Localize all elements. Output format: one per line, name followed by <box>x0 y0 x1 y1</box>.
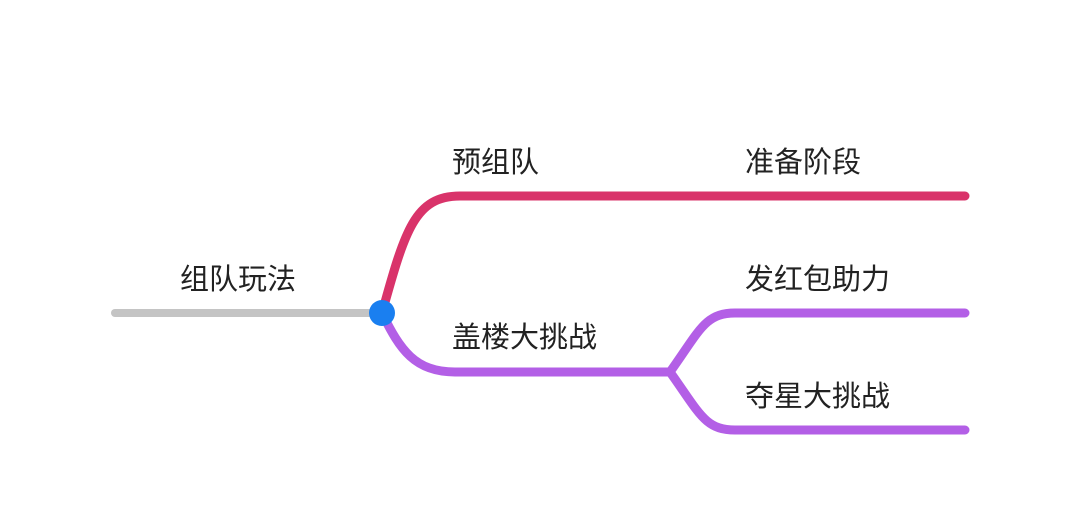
topic-preparation-stage[interactable]: 准备阶段 <box>745 145 862 179</box>
child-line-red-packet <box>665 308 970 377</box>
root-node-dot[interactable] <box>369 300 395 326</box>
topic-pre-team[interactable]: 预组队 <box>452 145 540 179</box>
topic-red-packet-assist[interactable]: 发红包助力 <box>745 262 891 296</box>
branch-line-building-challenge <box>377 308 675 377</box>
topic-building-challenge[interactable]: 盖楼大挑战 <box>452 320 598 354</box>
root-topic[interactable]: 组队玩法 <box>180 262 297 296</box>
topic-star-challenge[interactable]: 夺星大挑战 <box>745 379 891 413</box>
child-line-star-challenge <box>665 367 970 435</box>
branch-line-pre-team <box>377 191 970 318</box>
